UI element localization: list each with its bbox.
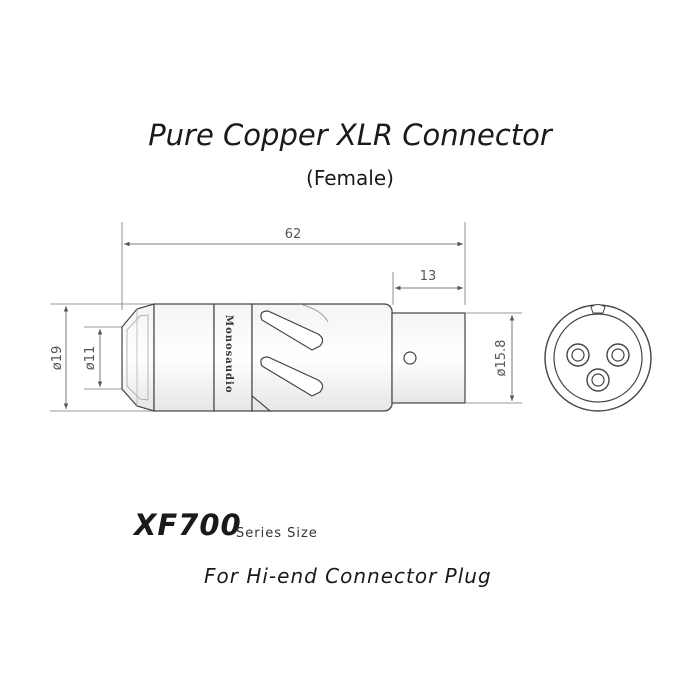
tail-length-label: 13	[420, 269, 437, 284]
inner-diameter-label: ø11	[83, 346, 98, 371]
dimension-tail-diameter: ø15.8	[466, 312, 522, 404]
dimension-inner-diameter: ø11	[83, 326, 124, 390]
tail-diameter-label: ø15.8	[494, 340, 509, 377]
connector-side-view: Monosaudio	[121, 303, 466, 412]
dimension-tail-length: 13	[392, 269, 463, 305]
tagline: For Hi-end Connector Plug	[204, 564, 492, 588]
brand-label: Monosaudio	[223, 315, 234, 394]
model-name: XF700	[134, 508, 242, 542]
connector-front-view	[544, 304, 652, 412]
grip-slots	[251, 303, 329, 412]
dimension-body-diameter: ø19	[50, 303, 155, 412]
series-label: Series Size	[236, 526, 318, 541]
pin-socket-icon	[566, 343, 630, 392]
diagram-title: Pure Copper XLR Connector	[148, 118, 552, 152]
dimension-overall-length: 62	[121, 222, 466, 310]
overall-length-label: 62	[285, 227, 302, 242]
diagram-subtitle: (Female)	[306, 166, 394, 190]
set-screw-icon	[403, 351, 417, 365]
body-diameter-label: ø19	[50, 346, 65, 371]
